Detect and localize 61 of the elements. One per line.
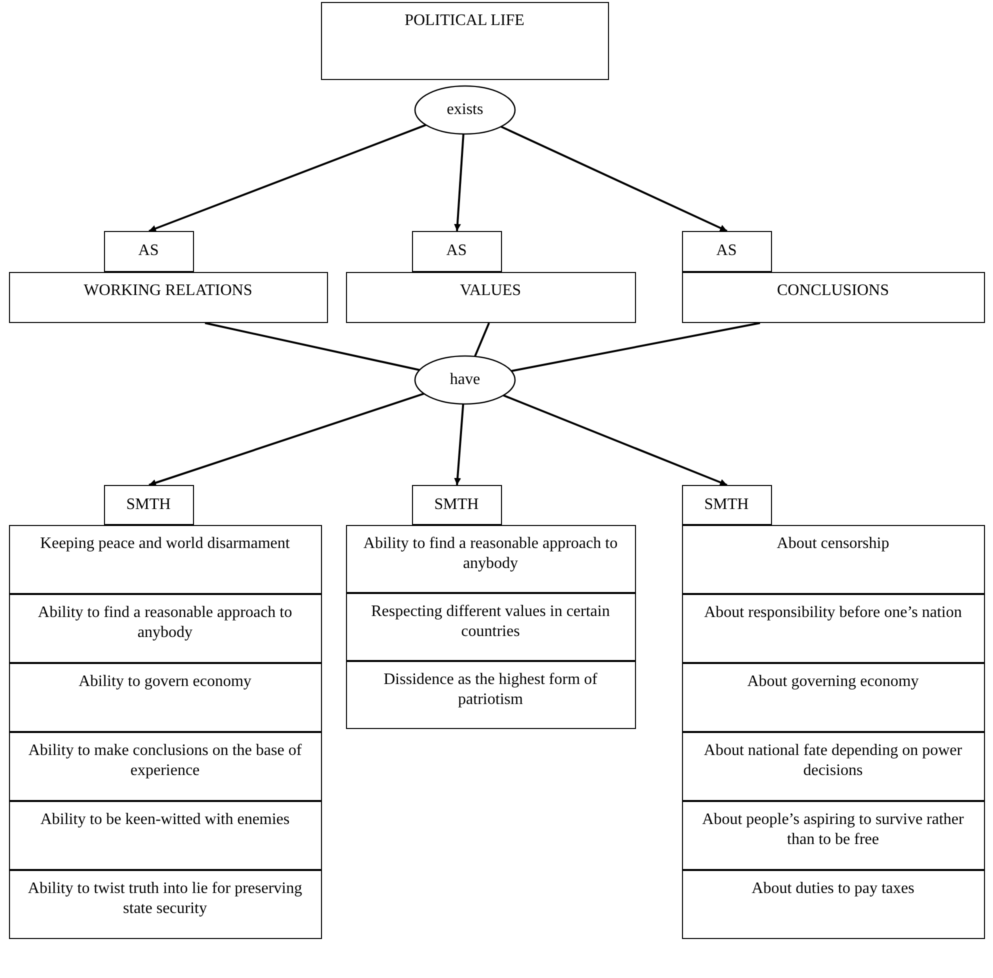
node-text: About governing economy	[747, 672, 919, 692]
text-box	[346, 660, 636, 728]
node-text: Respecting different values in certain countries	[370, 602, 611, 642]
arrow	[500, 126, 728, 232]
text-box	[8, 800, 322, 870]
node-text: Dissidence as the highest form of patriotism	[382, 670, 598, 710]
node-text: AS	[716, 241, 737, 261]
text-box	[682, 594, 984, 662]
text-box	[682, 230, 772, 272]
connector-line	[474, 322, 490, 357]
text-box	[682, 272, 984, 322]
node-text: About national fate depending on power decisions	[702, 740, 964, 780]
node-text: AS	[138, 241, 159, 261]
text-box	[682, 662, 984, 732]
node-text: Ability to govern economy	[78, 672, 252, 692]
connector-line	[204, 322, 420, 371]
text-box	[320, 2, 608, 80]
text-box	[8, 662, 322, 732]
node-text: POLITICAL LIFE	[404, 10, 524, 30]
text-box	[8, 524, 322, 594]
node-text: SMTH	[434, 494, 479, 514]
node-text: About responsibility before one’s nation	[704, 602, 962, 622]
node-text: SMTH	[704, 494, 749, 514]
text-box	[682, 800, 984, 870]
arrow	[503, 394, 728, 486]
text-box	[104, 484, 194, 524]
node-text: About people’s aspiring to survive rather than to be free	[701, 810, 965, 850]
text-box	[8, 272, 328, 322]
text-box	[412, 230, 502, 272]
node-text: Ability to find a reasonable approach to anybody	[36, 602, 294, 642]
text-box	[104, 230, 194, 272]
node-text: Ability to make conclusions on the base of experience	[27, 740, 303, 780]
node-text: Ability to twist truth into lie for preserving state security	[26, 878, 304, 918]
node-text: Keeping peace and world disarmament	[40, 534, 290, 554]
text-box	[346, 524, 636, 592]
node-text: About duties to pay taxes	[752, 878, 914, 898]
node-text: CONCLUSIONS	[776, 280, 889, 300]
text-box	[682, 484, 772, 524]
node-text: Ability to find a reasonable approach to anybody	[362, 534, 619, 574]
node-text: SMTH	[126, 494, 171, 514]
connector-line	[511, 322, 760, 372]
arrow	[148, 392, 424, 486]
text-box	[682, 870, 984, 938]
text-box	[346, 592, 636, 660]
text-box	[8, 870, 322, 938]
node-text: Ability to be keen-witted with enemies	[40, 810, 290, 830]
text-box	[682, 732, 984, 800]
text-box	[346, 272, 636, 322]
node-text: exists	[446, 100, 484, 120]
arrow	[454, 404, 464, 486]
arrow	[454, 134, 464, 232]
node-text: have	[450, 370, 480, 390]
text-box	[682, 524, 984, 594]
node-text: About censorship	[776, 534, 890, 554]
node-text: WORKING RELATIONS	[84, 280, 252, 300]
text-box	[8, 594, 322, 662]
node-text: VALUES	[460, 280, 522, 300]
arrow	[148, 124, 426, 232]
text-box	[8, 732, 322, 800]
node-text: AS	[446, 241, 467, 261]
text-box	[412, 484, 502, 524]
